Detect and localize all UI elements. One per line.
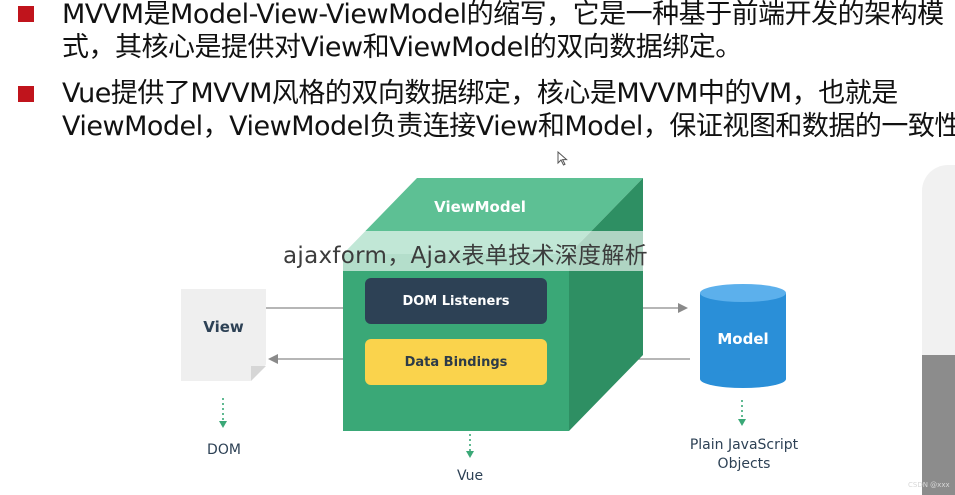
arrow-left-head <box>268 354 278 364</box>
bullet-1-line-2: 式，其核心是提供对View和ViewModel的双向数据绑定。 <box>62 32 742 63</box>
dotted-arrow-head-vue <box>466 451 474 458</box>
arrow-right-head <box>678 303 688 313</box>
dotted-arrow-head-plain <box>738 419 746 426</box>
bullet-1-line-1: MVVM是Model-View-ViewModel的缩写，它是一种基于前端开发的… <box>62 0 944 30</box>
side-panel-dark <box>922 355 955 495</box>
plain-js-line-2: Objects <box>717 456 771 472</box>
watermark: CSDN @xxx <box>908 481 950 489</box>
dom-listeners-label: DOM Listeners <box>402 293 510 309</box>
document-icon <box>181 289 266 381</box>
vue-label: Vue <box>456 468 484 484</box>
bullet-text-1: MVVM是Model-View-ViewModel的缩写，它是一种基于前端开发的… <box>62 0 955 64</box>
dom-listeners-box: DOM Listeners <box>365 278 547 324</box>
model-label: Model <box>717 330 769 348</box>
overlay-title: ajaxform，Ajax表单技术深度解析 <box>283 243 648 269</box>
dotted-arrow-head-dom <box>219 421 227 428</box>
cursor-arrow-icon <box>557 151 568 166</box>
overlay-title-band <box>270 231 690 271</box>
view-label: View <box>203 318 244 336</box>
data-bindings-label: Data Bindings <box>404 354 508 370</box>
data-bindings-box: Data Bindings <box>365 339 547 385</box>
bullet-2-line-1: Vue提供了MVVM风格的双向数据绑定，核心是MVVM中的VM，也就是 <box>62 78 898 109</box>
bullet-marker-1 <box>18 6 34 22</box>
bullet-marker-2 <box>18 86 34 102</box>
viewmodel-label: ViewModel <box>434 198 526 216</box>
dom-label: DOM <box>207 442 241 458</box>
plain-js-line-1: Plain JavaScript <box>689 437 799 453</box>
plain-js-objects-label: Plain JavaScript Objects <box>676 436 812 474</box>
bullet-2-line-2: ViewModel，ViewModel负责连接View和Model，保证视图和数… <box>62 111 955 142</box>
bullet-text-2: Vue提供了MVVM风格的双向数据绑定，核心是MVVM中的VM，也就是 View… <box>62 77 955 143</box>
